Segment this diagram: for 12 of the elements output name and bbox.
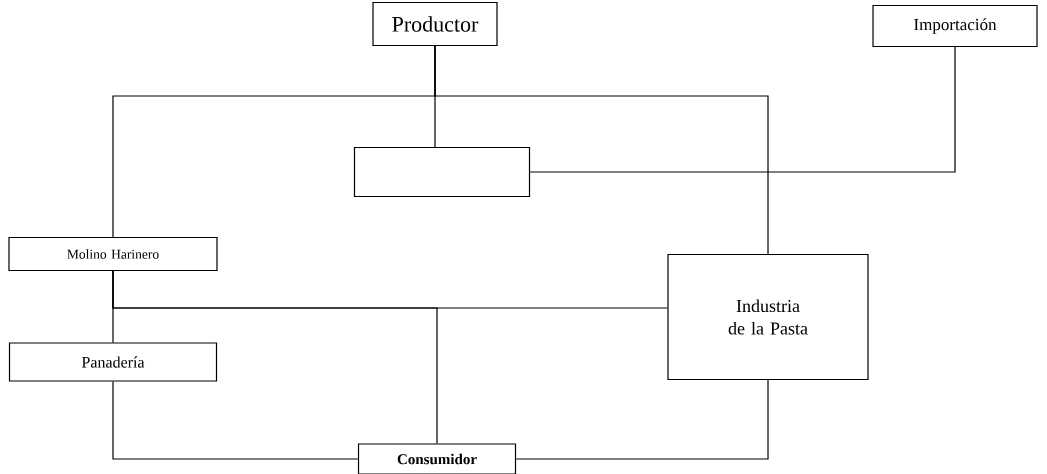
connector-line [515, 379, 769, 460]
process-box: Productor [372, 1, 498, 47]
process-box: Industria de la Pasta [667, 253, 869, 381]
connector-line [529, 46, 956, 173]
process-box: Consumidor [357, 443, 517, 474]
empty-box [353, 146, 531, 198]
process-box: Importación [872, 4, 1038, 48]
process-box: Panadería [8, 342, 218, 382]
connector-line [112, 381, 359, 460]
process-box: Molino Harinero [8, 236, 218, 272]
connector-line [434, 45, 769, 255]
connector-line [112, 270, 438, 444]
